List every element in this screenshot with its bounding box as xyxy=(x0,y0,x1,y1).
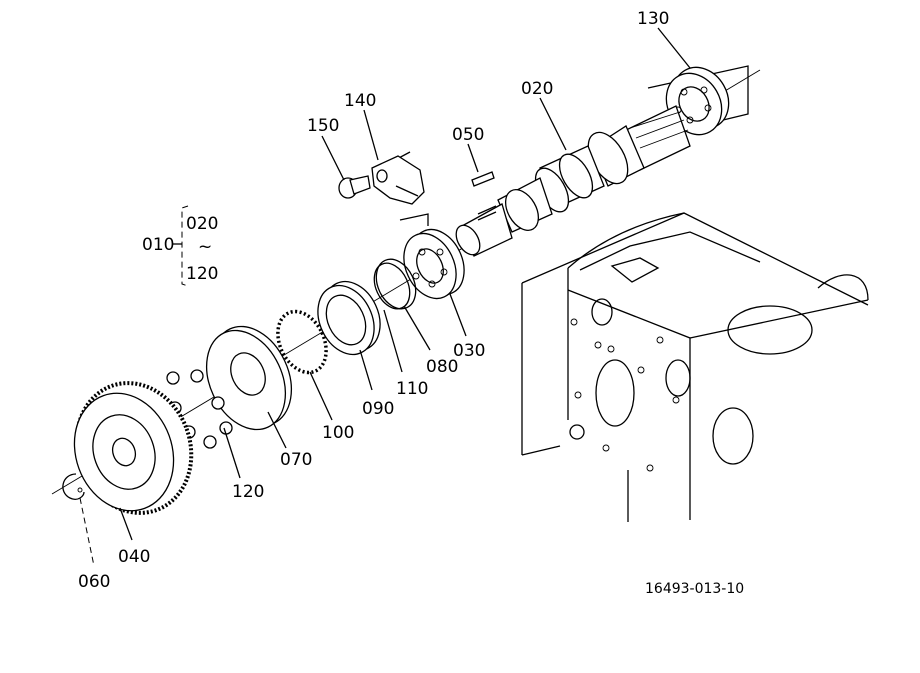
key-050 xyxy=(471,171,495,187)
bracket-140 xyxy=(371,155,425,205)
circlip-060 xyxy=(62,473,85,500)
callout-110: 110 xyxy=(396,379,428,399)
callout-030: 030 xyxy=(453,341,485,361)
callout-080: 080 xyxy=(426,357,458,377)
callout-070: 070 xyxy=(280,450,312,470)
group-from-020: 020 xyxy=(186,214,218,234)
callout-100: 100 xyxy=(322,423,354,443)
callout-060: 060 xyxy=(78,572,110,592)
callout-150: 150 xyxy=(307,116,339,136)
gear-040 xyxy=(73,381,194,515)
thrust-plate-070 xyxy=(206,325,292,431)
group-bracket xyxy=(172,205,189,287)
callout-050: 050 xyxy=(452,125,484,145)
drawing-number: 16493-013-10 xyxy=(645,581,744,597)
ball-retainer-100 xyxy=(276,309,328,375)
shaft-020 xyxy=(455,105,691,257)
group-label-010: 010 xyxy=(142,235,174,255)
bolt-150 xyxy=(338,175,371,199)
callout-020: 020 xyxy=(521,79,553,99)
callout-040: 040 xyxy=(118,547,150,567)
gear-case-housing xyxy=(521,212,869,522)
section-line-mid xyxy=(399,213,429,226)
leader-lines xyxy=(79,27,691,567)
collar-090 xyxy=(317,280,381,356)
callout-130: 130 xyxy=(637,9,669,29)
snap-ring-080 xyxy=(373,258,417,310)
callout-090: 090 xyxy=(362,399,394,419)
group-to-120: 120 xyxy=(186,264,218,284)
callout-140: 140 xyxy=(344,91,376,111)
group-range-symbol: ~ xyxy=(198,237,212,257)
bearing-030 xyxy=(403,228,465,300)
callout-120: 120 xyxy=(232,482,264,502)
